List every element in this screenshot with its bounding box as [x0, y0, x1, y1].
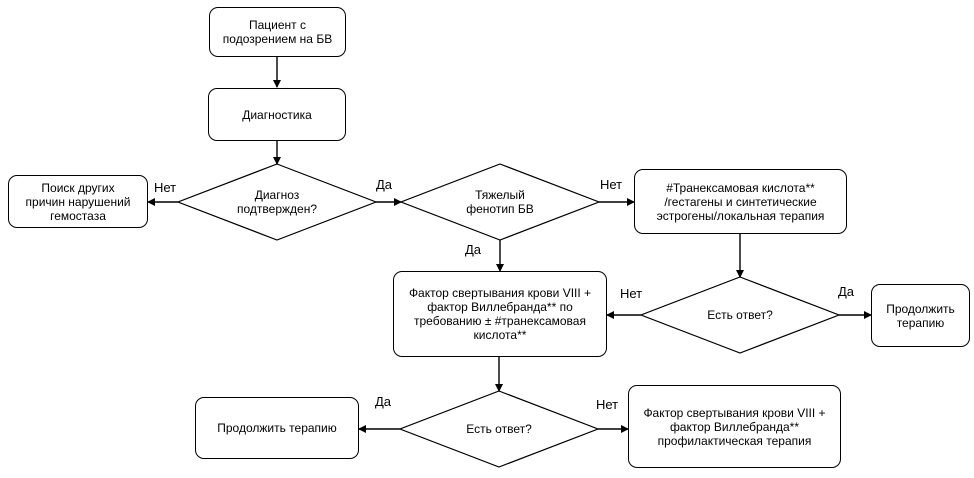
edge-label-no-response-bottom: Нет: [596, 397, 619, 412]
decision-response-bottom-label: Есть ответ?: [466, 422, 532, 436]
tranexamic-therapy-node: #Транексамовая кислота** /гестагены и си…: [634, 169, 847, 234]
decision-response-right-shape: [639, 276, 841, 354]
edge-label-no-diagnosis: Нет: [154, 180, 177, 195]
diagnostics-node: Диагностика: [208, 88, 346, 141]
edge-label-yes-severe: Да: [465, 242, 482, 257]
start-node: Пациент с подозрением на БВ: [209, 7, 346, 57]
edge-label-no-response-right: Нет: [620, 286, 643, 301]
continue-bottom-node: Продолжить терапию: [195, 397, 359, 459]
decision-diagnosis-shape: [176, 163, 378, 241]
continue-right-node: Продолжить терапию: [871, 284, 970, 347]
factor-prophylaxis-node: Фактор свертывания крови VIII + фактор В…: [628, 385, 841, 468]
factor-on-demand-node: Фактор свертывания крови VIII + фактор В…: [393, 271, 607, 357]
edge-label-yes-response-bottom: Да: [375, 394, 392, 409]
edge-label-yes-diagnosis: Да: [376, 177, 393, 192]
edge-label-yes-response-right: Да: [838, 284, 855, 299]
edge-label-no-severe: Нет: [600, 177, 623, 192]
decision-response-bottom-shape: [398, 390, 600, 468]
other-causes-node: Поиск других причин нарушений гемостаза: [8, 175, 148, 228]
decision-diagnosis-label: Диагноз подтвержден?: [237, 188, 317, 216]
decision-response-right-label: Есть ответ?: [707, 308, 773, 322]
decision-severe-label: Тяжелый фенотип БВ: [466, 188, 534, 216]
